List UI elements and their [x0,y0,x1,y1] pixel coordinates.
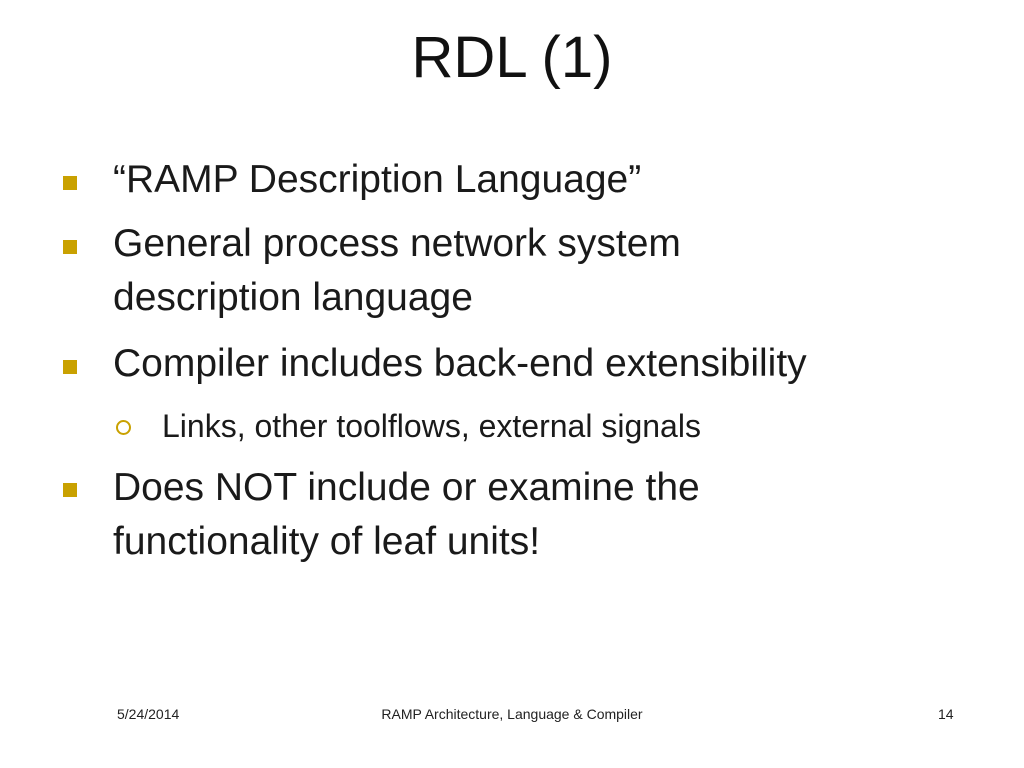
bullet-item-4-line-1: Does NOT include or examine the [113,466,700,509]
bullet-item-2-line-2: description language [113,276,473,319]
footer-date: 5/24/2014 [117,706,180,722]
square-bullet-icon [63,176,77,190]
square-bullet-icon [63,360,77,374]
footer-title: RAMP Architecture, Language & Compiler [381,706,643,722]
sub-bullet-item-1: Links, other toolflows, external signals [162,408,701,444]
slide-title: RDL (1) [411,25,613,90]
square-bullet-icon [63,483,77,497]
footer-page-number: 14 [938,706,954,722]
square-bullet-icon [63,240,77,254]
bullet-item-3: Compiler includes back-end extensibility [113,342,807,385]
hollow-circle-bullet-icon [116,420,131,435]
bullet-item-4-line-2: functionality of leaf units! [113,520,541,563]
bullet-item-2-line-1: General process network system [113,222,681,265]
bullet-item-1: “RAMP Description Language” [113,158,642,201]
